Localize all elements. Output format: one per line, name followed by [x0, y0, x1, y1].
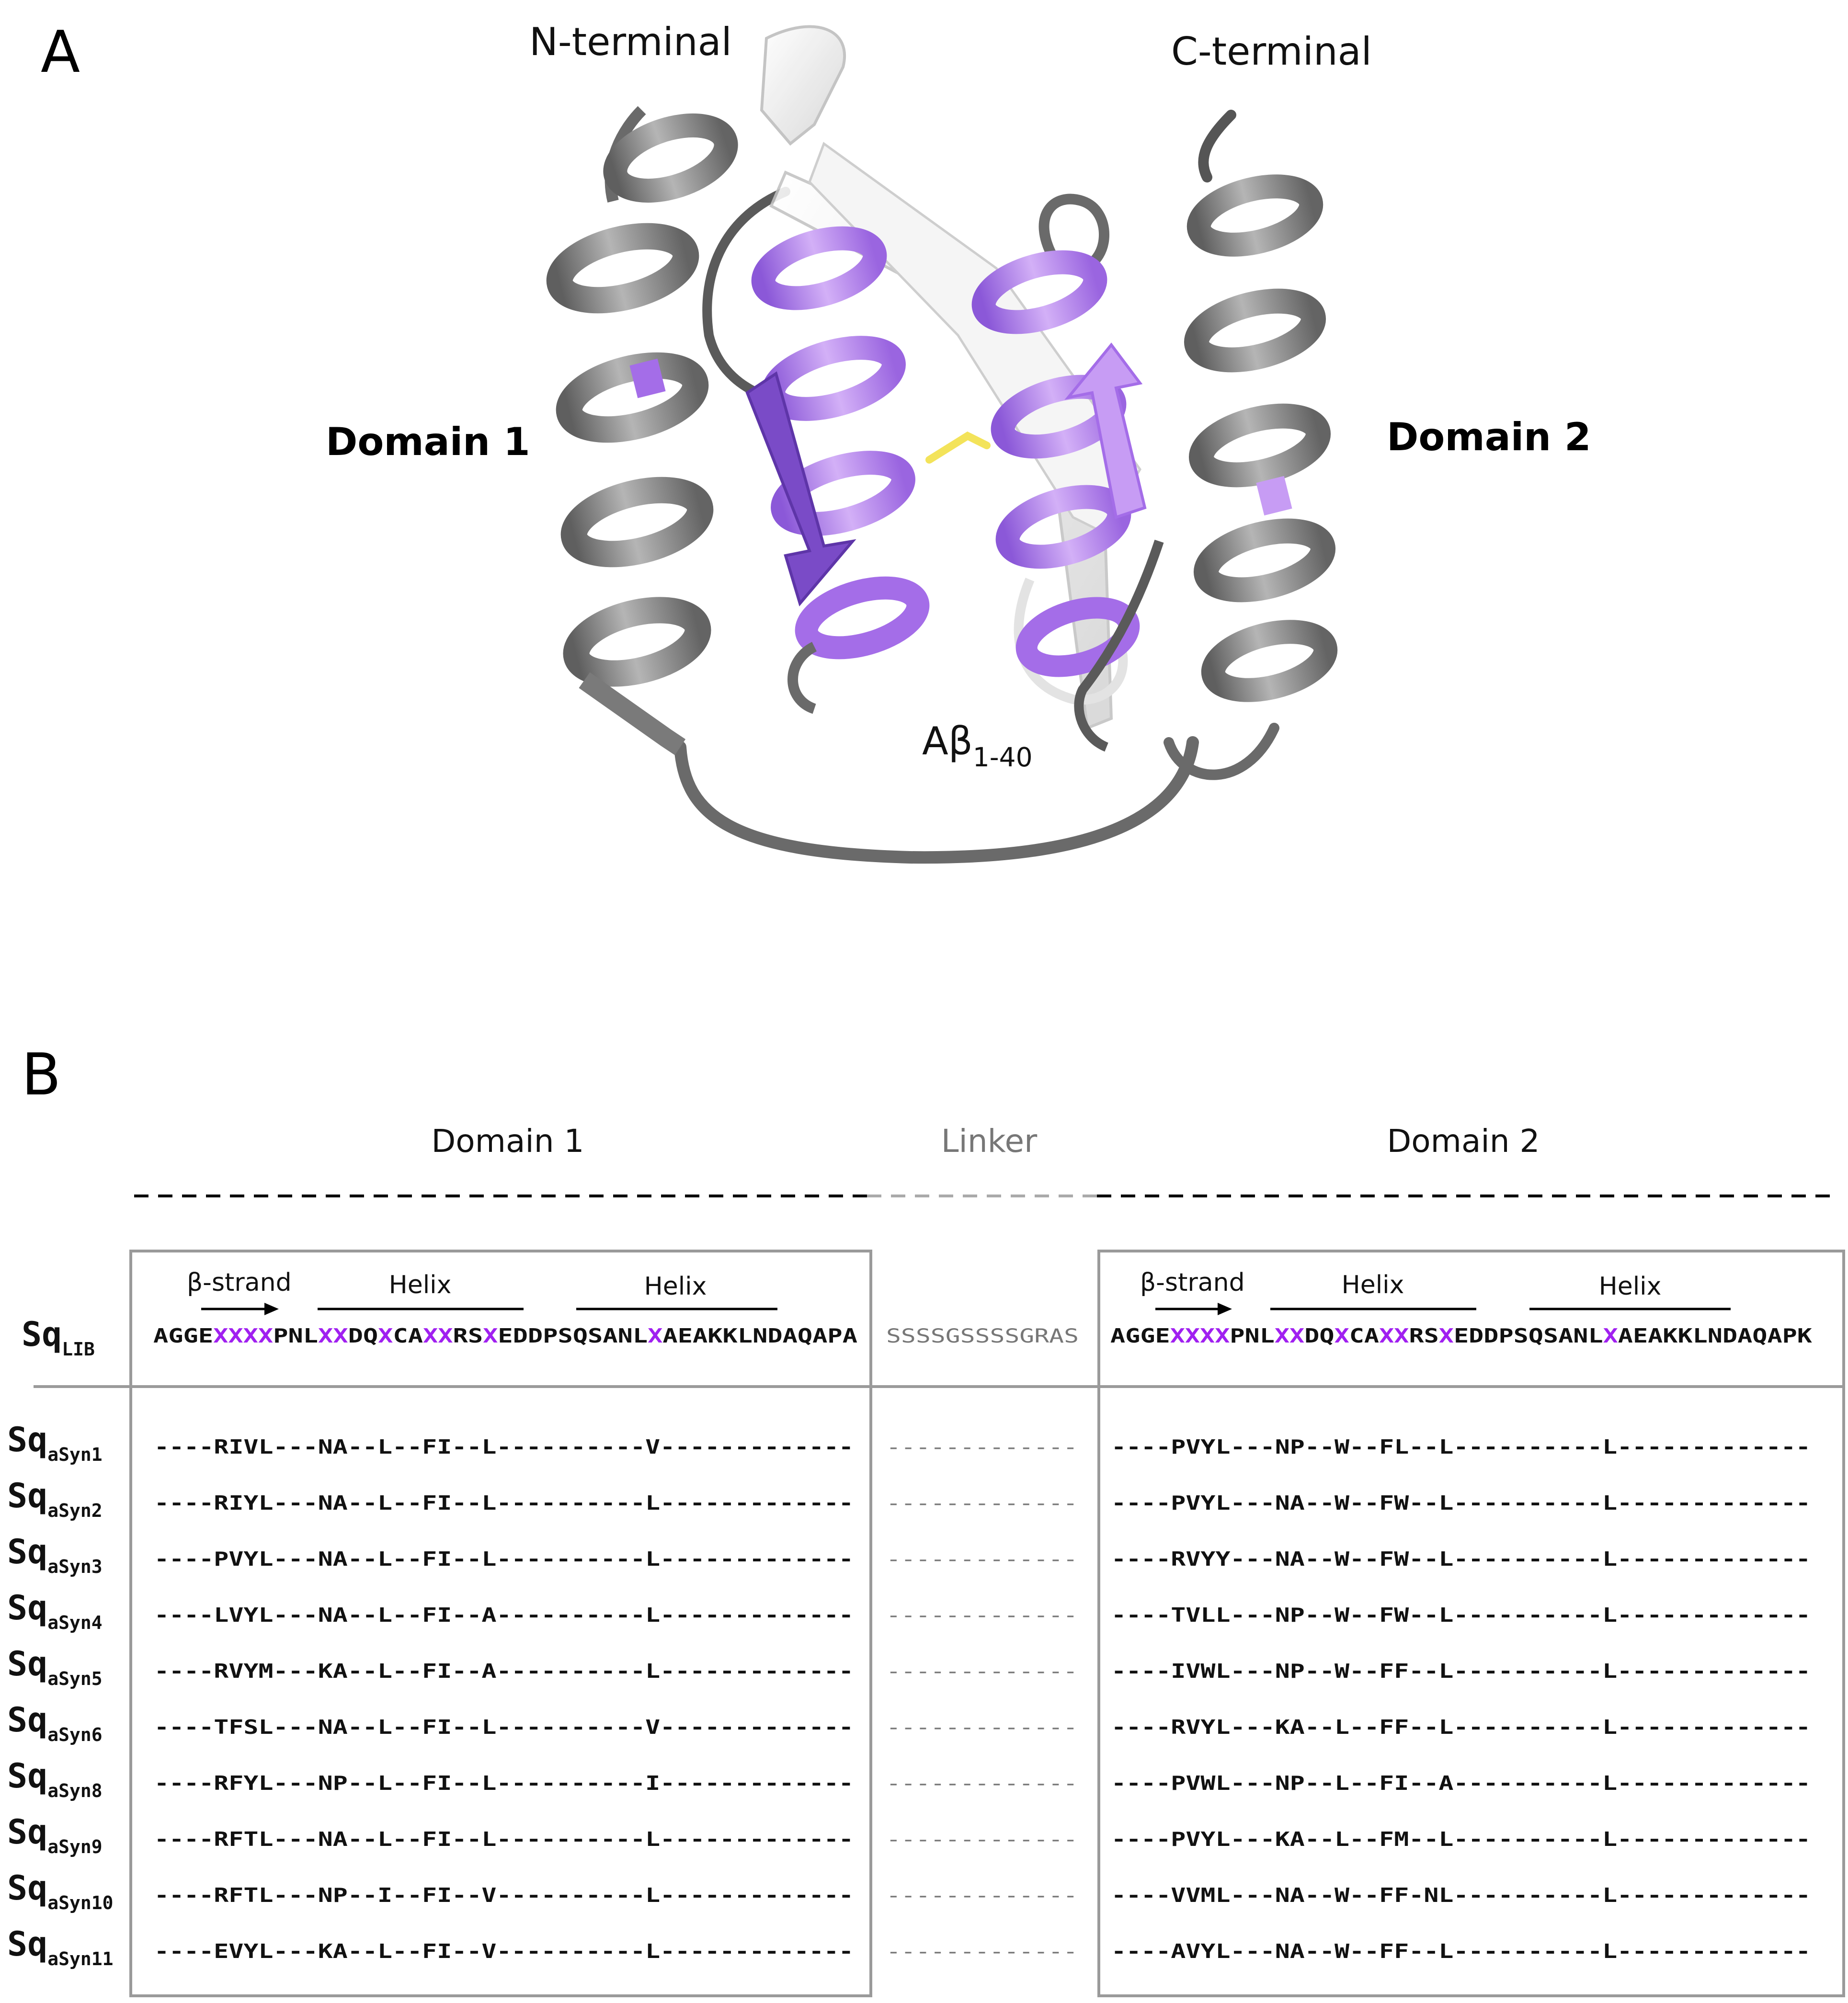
- variant-domain2-seq: ----AVYL---NA--W--FF--L----------L------…: [1111, 1940, 1811, 1963]
- variant-domain2-seq: ----PVYL---KA--L--FM--L----------L------…: [1111, 1828, 1811, 1851]
- panel-b-label: B: [22, 1042, 61, 1108]
- variant-domain1-seq: ----RIYL---NA--L--FI--L----------L------…: [154, 1491, 854, 1514]
- variant-row: SqaSyn8 ----RFYL---NP--L--FI--L----------…: [7, 1756, 1811, 1801]
- variant-domain1-seq: ----RIVL---NA--L--FI--L----------V------…: [154, 1435, 854, 1458]
- header-linker: Linker: [941, 1123, 1038, 1160]
- c-terminal-label: C-terminal: [1171, 29, 1372, 74]
- header-domain1: Domain 1: [431, 1123, 584, 1160]
- variant-domain2-seq: ----PVYL---NA--W--FW--L----------L------…: [1111, 1491, 1811, 1514]
- variant-name: SqaSyn9: [7, 1812, 103, 1857]
- variant-name: SqaSyn10: [7, 1868, 114, 1913]
- arrow-head-icon: [264, 1303, 279, 1315]
- beta-strand-domain2: [1064, 342, 1147, 519]
- variant-domain2-seq: ----RVYL---KA--L--FF--L----------L------…: [1111, 1716, 1811, 1739]
- helix-domain2-outer: [1184, 110, 1338, 702]
- variant-name: SqaSyn5: [7, 1644, 103, 1689]
- variant-domain2-seq: ----PVYL---NP--W--FL--L----------L------…: [1111, 1435, 1811, 1458]
- variant-domain2-seq: ----VVML---NA--W--FF-NL----------L------…: [1111, 1884, 1811, 1907]
- variant-linker-seq: -------------: [886, 1884, 1078, 1907]
- variant-row: SqaSyn4 ----LVYL---NA--L--FI--A----------…: [7, 1588, 1811, 1633]
- variant-linker-seq: -------------: [886, 1772, 1078, 1795]
- variant-name: SqaSyn11: [7, 1924, 114, 1969]
- helix-label-d1-a: Helix: [389, 1271, 452, 1299]
- variant-name: SqaSyn2: [7, 1476, 103, 1521]
- helix-label-d2-a: Helix: [1342, 1271, 1404, 1299]
- n-term-coil: [702, 187, 790, 398]
- variant-domain1-seq: ----RVYM---KA--L--FI--A----------L------…: [154, 1660, 854, 1683]
- variant-name: SqaSyn1: [7, 1420, 103, 1465]
- disulfide-bond: [925, 431, 991, 464]
- variant-domain1-seq: ----TFSL---NA--L--FI--L----------V------…: [154, 1716, 854, 1739]
- helix-label-d1-b: Helix: [644, 1272, 707, 1301]
- protein-structure: [546, 25, 1338, 864]
- variant-name: SqaSyn3: [7, 1532, 103, 1577]
- variant-domain1-seq: ----EVYL---KA--L--FI--V----------L------…: [154, 1940, 854, 1963]
- variant-row: SqaSyn11 ----EVYL---KA--L--FI--V---------…: [7, 1924, 1811, 1969]
- variant-row: SqaSyn1 ----RIVL---NA--L--FI--L----------…: [7, 1420, 1811, 1465]
- panel-b: B Domain 1 Linker Domain 2 β-strand Heli…: [7, 1042, 1845, 1997]
- library-name: SqLIB: [22, 1315, 95, 1360]
- header-domain2: Domain 2: [1387, 1123, 1540, 1160]
- domain2-label: Domain 2: [1387, 415, 1591, 459]
- variant-name: SqaSyn6: [7, 1700, 103, 1745]
- variant-linker-seq: -------------: [886, 1435, 1078, 1458]
- variant-linker-seq: -------------: [886, 1660, 1078, 1683]
- variant-domain2-seq: ----RVYY---NA--W--FW--L----------L------…: [1111, 1548, 1811, 1571]
- panel-a: A N-terminal C-terminal Domain 1 Domain …: [41, 19, 1591, 864]
- variant-domain2-seq: ----IVWL---NP--W--FF--L----------L------…: [1111, 1660, 1811, 1683]
- variant-row: SqaSyn10 ----RFTL---NP--I--FI--V---------…: [7, 1868, 1811, 1913]
- variant-domain1-seq: ----RFTL---NA--L--FI--L----------L------…: [154, 1828, 854, 1851]
- variant-domain2-seq: ----PVWL---NP--L--FI--A----------L------…: [1111, 1772, 1811, 1795]
- c-term-loop: [1164, 723, 1279, 780]
- variant-domain1-seq: ----RFTL---NP--I--FI--V----------L------…: [154, 1884, 854, 1907]
- linker-loop: [674, 736, 1199, 864]
- variant-linker-seq: -------------: [886, 1604, 1078, 1627]
- variant-linker-seq: -------------: [886, 1828, 1078, 1851]
- variant-linker-seq: -------------: [886, 1548, 1078, 1571]
- variant-name: SqaSyn4: [7, 1588, 103, 1633]
- variant-linker-seq: -------------: [886, 1940, 1078, 1963]
- beta-strand-label-d1: β-strand: [187, 1268, 292, 1297]
- variant-domain2-seq: ----TVLL---NP--W--FW--L----------L------…: [1111, 1604, 1811, 1627]
- ss-annotations-domain1: β-strand Helix Helix: [187, 1268, 777, 1315]
- arrow-head-icon: [1218, 1303, 1232, 1315]
- n-terminal-label: N-terminal: [529, 20, 732, 64]
- box-domain1: [129, 1250, 872, 1997]
- panel-a-label: A: [41, 19, 80, 86]
- abeta-label: Aβ1-40: [922, 719, 1033, 773]
- box-domain2: [1097, 1250, 1845, 1997]
- variant-row: SqaSyn2 ----RIYL---NA--L--FI--L----------…: [7, 1476, 1811, 1521]
- variant-name: SqaSyn8: [7, 1756, 103, 1801]
- variant-rows: SqaSyn1 ----RIVL---NA--L--FI--L----------…: [7, 1420, 1811, 1969]
- helix-domain1-outer: [546, 106, 738, 755]
- variant-domain1-seq: ----PVYL---NA--L--FI--L----------L------…: [154, 1548, 854, 1571]
- helix-label-d2-b: Helix: [1599, 1272, 1662, 1301]
- ss-annotations-domain2: β-strand Helix Helix: [1140, 1268, 1731, 1315]
- variant-row: SqaSyn9 ----RFTL---NA--L--FI--L----------…: [7, 1812, 1811, 1857]
- variant-domain1-seq: ----LVYL---NA--L--FI--A----------L------…: [154, 1604, 854, 1627]
- beta-strand-label-d2: β-strand: [1140, 1268, 1245, 1297]
- library-linker-seq: SSSSGSSSSGRAS: [886, 1325, 1079, 1347]
- domain1-label: Domain 1: [326, 420, 530, 464]
- variant-linker-seq: -------------: [886, 1716, 1078, 1739]
- variant-row: SqaSyn3 ----PVYL---NA--L--FI--L----------…: [7, 1532, 1811, 1577]
- variant-linker-seq: -------------: [886, 1491, 1078, 1514]
- variant-row: SqaSyn5 ----RVYM---KA--L--FI--A----------…: [7, 1644, 1811, 1689]
- abeta-subscript: 1-40: [973, 742, 1033, 773]
- variant-domain1-seq: ----RFYL---NP--L--FI--L----------I------…: [154, 1772, 854, 1795]
- beta-strand-domain1: [745, 371, 856, 607]
- variant-row: SqaSyn6 ----TFSL---NA--L--FI--L----------…: [7, 1700, 1811, 1745]
